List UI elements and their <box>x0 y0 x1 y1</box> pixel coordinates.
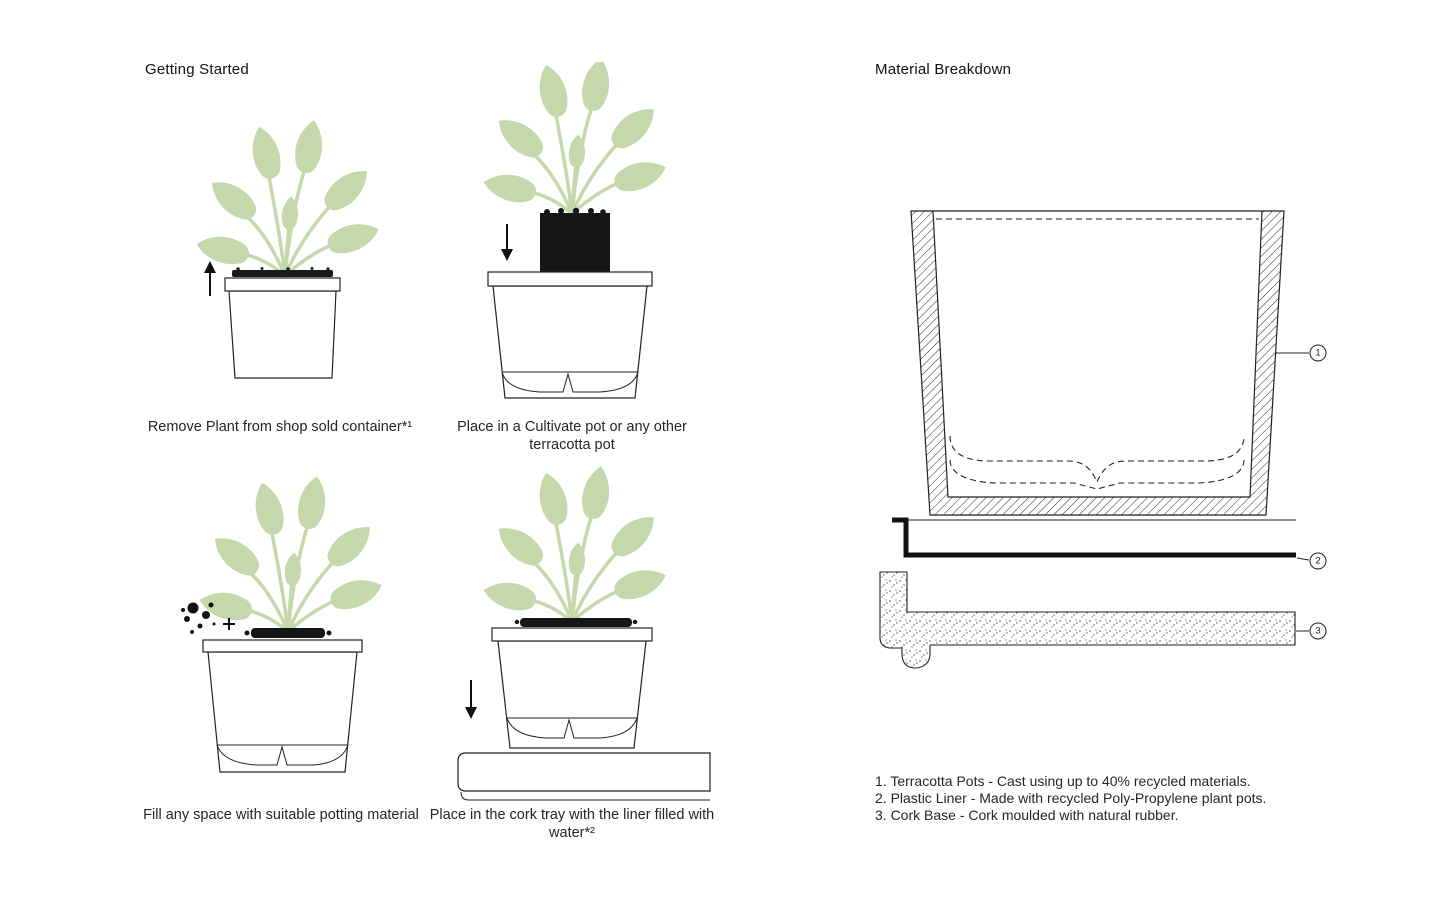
step-1-illustration <box>140 118 430 379</box>
cultivate-pot-icon <box>487 271 653 399</box>
callout-2-badge: 2 <box>1296 552 1327 570</box>
step-3-caption: Fill any space with suitable potting mat… <box>143 807 419 823</box>
material-cross-section: 1 2 3 <box>879 210 1327 669</box>
cultivate-pot-icon <box>202 639 363 773</box>
soil-icon <box>244 628 332 638</box>
callout-1-number: 1 <box>1315 348 1320 359</box>
plant-icon <box>481 464 670 622</box>
callout-1-badge: 1 <box>1276 344 1327 362</box>
potting-mix-dots-icon <box>181 602 216 634</box>
material-legend: 1. Terracotta Pots - Cast using up to 40… <box>875 773 1266 824</box>
cork-base-section <box>879 571 1296 669</box>
legend-item-cork-base: 3. Cork Base - Cork moulded with natural… <box>875 807 1179 823</box>
up-arrow-icon <box>204 261 216 296</box>
legend-item-plastic-liner: 2. Plastic Liner - Made with recycled Po… <box>875 790 1267 806</box>
plant-icon <box>481 62 670 214</box>
step-1-caption: Remove Plant from shop sold container*¹ <box>147 419 413 435</box>
step-3-illustration <box>181 468 445 773</box>
plastic-liner-section <box>892 517 1296 558</box>
shop-pot-icon <box>224 277 341 379</box>
plus-icon <box>223 618 235 630</box>
cork-tray-icon <box>457 752 711 801</box>
plant-icon <box>197 474 386 632</box>
cultivate-pot-icon <box>491 627 653 749</box>
soil-icon <box>514 618 638 627</box>
step-4-caption: Place in the cork tray with the liner fi… <box>429 807 715 841</box>
terracotta-pot-section <box>910 210 1285 516</box>
getting-started-title: Getting Started <box>145 61 249 78</box>
material-breakdown-title: Material Breakdown <box>875 61 1012 78</box>
callout-2-number: 2 <box>1315 556 1320 567</box>
plant-icon <box>194 118 383 276</box>
callout-3-number: 3 <box>1315 626 1320 637</box>
step-4-illustration <box>457 462 711 801</box>
root-ball-icon <box>540 207 610 272</box>
soil-icon <box>232 267 333 277</box>
down-arrow-icon <box>501 224 513 261</box>
legend-item-terracotta: 1. Terracotta Pots - Cast using up to 40… <box>875 773 1251 789</box>
step-2-caption: Place in a Cultivate pot or any other te… <box>457 419 687 453</box>
callout-3-badge: 3 <box>1296 622 1327 640</box>
liner-dashed-outline <box>936 218 1259 490</box>
down-arrow-icon <box>465 680 477 719</box>
step-2-illustration <box>425 62 725 399</box>
